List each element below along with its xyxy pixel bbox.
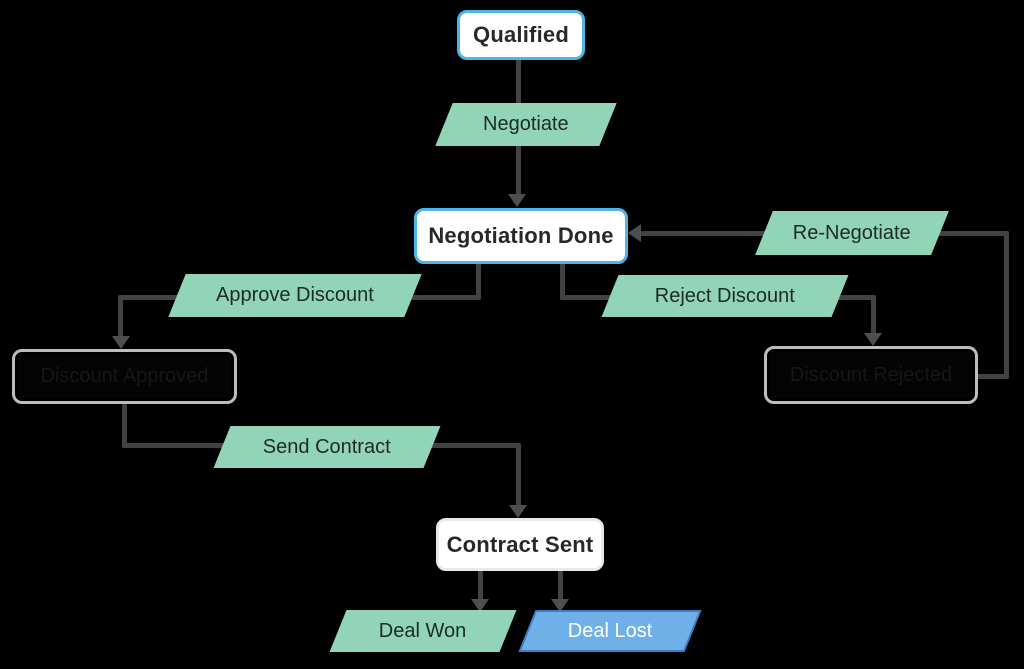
connector-segment <box>122 404 127 448</box>
arrow-down-icon <box>112 336 130 349</box>
connector-segment <box>558 570 563 604</box>
node-qualified-label: Qualified <box>473 22 569 47</box>
node-discount-rejected-label: Discount Rejected <box>789 363 953 386</box>
connector-segment <box>976 374 1009 379</box>
node-deal-won: Deal Won <box>329 610 517 652</box>
node-re-negotiate: Re-Negotiate <box>755 211 949 255</box>
node-deal-won-label: Deal Won <box>379 619 467 642</box>
node-deal-lost: Deal Lost <box>518 610 702 652</box>
node-deal-lost-label: Deal Lost <box>567 619 653 642</box>
node-negotiation-done-label: Negotiation Done <box>428 223 614 248</box>
node-send-contract-label: Send Contract <box>263 435 391 458</box>
node-re-negotiate-label: Re-Negotiate <box>793 221 911 244</box>
arrow-down-icon <box>551 599 569 612</box>
arrow-left-icon <box>628 224 641 242</box>
node-qualified: Qualified <box>457 10 585 60</box>
node-negotiate: Negotiate <box>435 103 617 146</box>
connector-segment <box>1004 231 1009 379</box>
node-approve-discount: Approve Discount <box>168 274 422 317</box>
node-discount-rejected: Discount Rejected <box>764 346 978 404</box>
node-contract-sent-label: Contract Sent <box>446 531 594 557</box>
connector-segment <box>516 443 521 507</box>
node-discount-approved: Discount Approved <box>12 349 237 404</box>
node-reject-discount-label: Reject Discount <box>654 284 796 307</box>
node-discount-approved-label: Discount Approved <box>40 365 209 387</box>
arrow-down-icon <box>471 599 489 612</box>
arrow-down-icon <box>508 194 526 207</box>
node-reject-discount: Reject Discount <box>601 275 849 317</box>
node-send-contract: Send Contract <box>213 426 441 468</box>
node-negotiate-label: Negotiate <box>483 113 569 135</box>
node-contract-sent: Contract Sent <box>436 518 604 571</box>
arrow-down-icon <box>509 505 527 518</box>
node-negotiation-done: Negotiation Done <box>414 208 628 264</box>
connector-segment <box>478 570 483 604</box>
connector-segment <box>118 295 123 337</box>
connector-segment <box>476 262 481 300</box>
connector-segment <box>871 295 876 335</box>
connector-segment <box>560 262 565 300</box>
arrow-down-icon <box>864 333 882 346</box>
node-approve-discount-label: Approve Discount <box>216 284 374 306</box>
